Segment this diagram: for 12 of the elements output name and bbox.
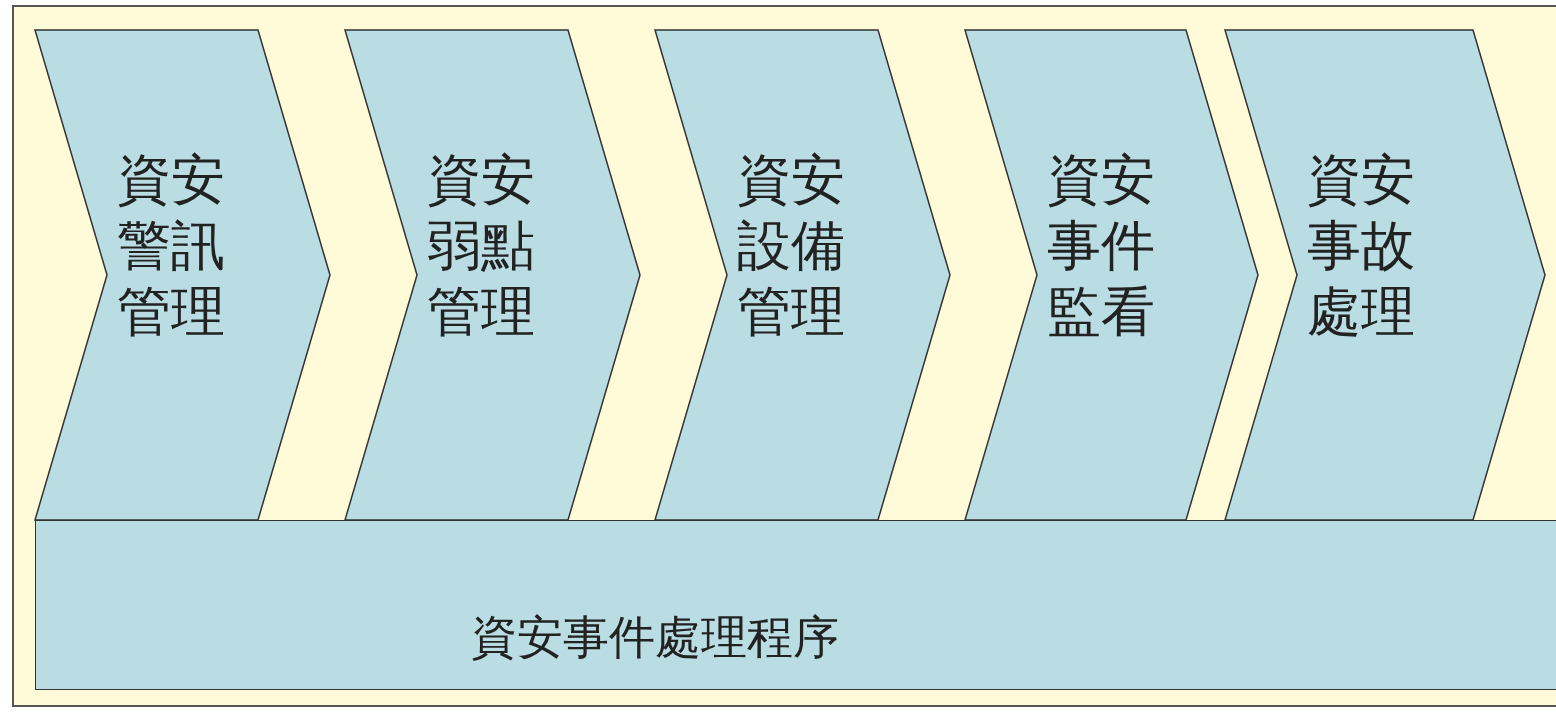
step-label: 資安設備管理 [737,147,846,345]
chevron-step [965,30,1258,520]
chevron-step [35,30,330,520]
chevron-step [1225,30,1545,520]
chevron-step [345,30,640,520]
step-label: 資安警訊管理 [117,147,226,345]
step-label: 資安弱點管理 [427,147,536,345]
step-label: 資安事件監看 [1047,147,1156,345]
step-label: 資安事故處理 [1307,147,1416,345]
process-band [35,520,1556,690]
band-label: 資安事件處理程序 [471,609,839,665]
chevron-step [655,30,950,520]
